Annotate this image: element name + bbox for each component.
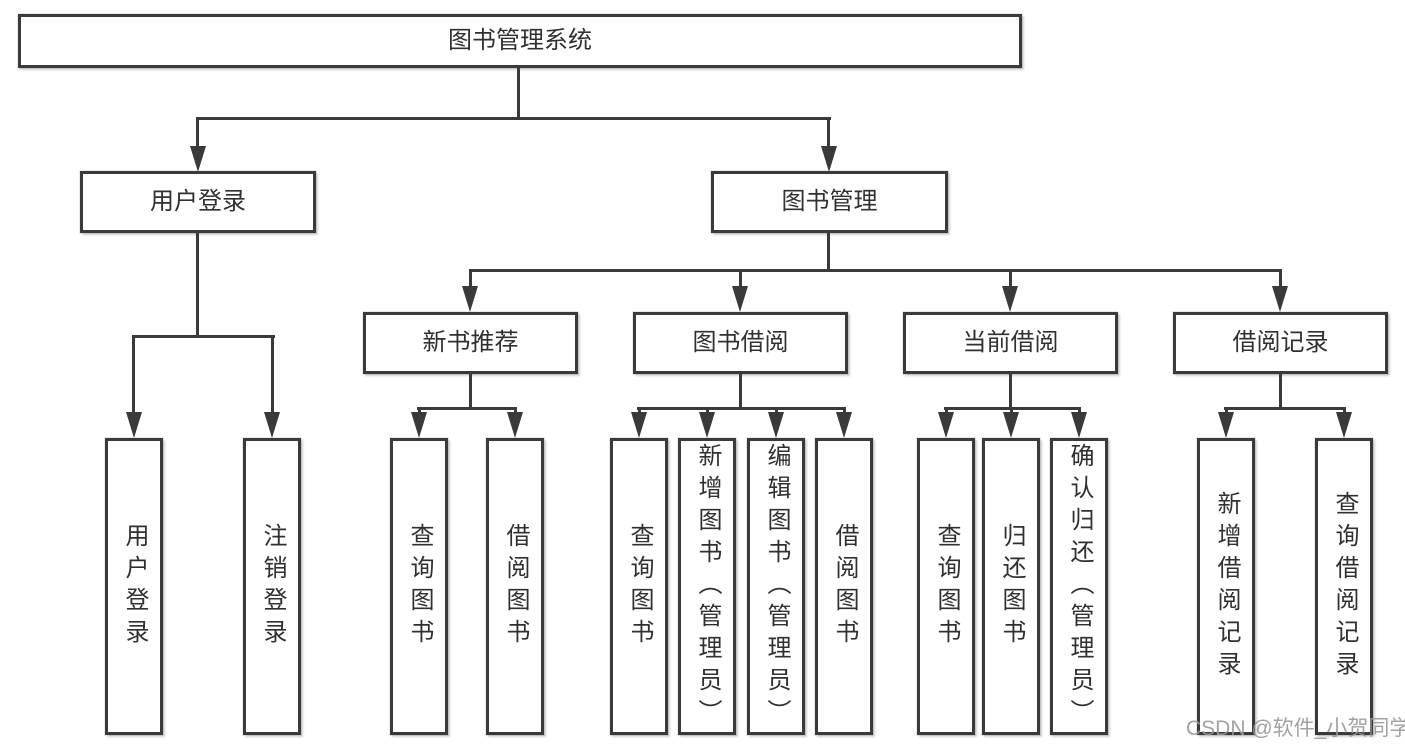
leaf-user-login: 用户登录 [105,438,163,735]
arrowhead-down-icon [821,146,837,172]
arrowhead-down-icon [1218,412,1234,438]
node-label: 新增借阅记录 [1213,490,1240,683]
node-label: 借阅记录 [1232,329,1329,356]
leaf-borrow-query-books: 查询图书 [610,438,668,735]
node-book-management: 图书管理 [711,171,948,233]
leaf-logout: 注销登录 [243,438,301,735]
node-label: 图书管理系统 [448,27,592,54]
node-label: 归还图书 [998,522,1025,651]
arrowhead-down-icon [1071,412,1087,438]
node-label: 图书管理 [781,188,878,215]
connector-stem [469,269,472,289]
connector-stem [1279,269,1282,289]
node-borrow-records: 借阅记录 [1173,312,1388,374]
arrowhead-down-icon [836,412,852,438]
node-label: 查询图书 [626,522,653,651]
leaf-borrow-edit-books-admin: 编辑图书（管理员） [747,438,805,735]
node-label: 注销登录 [259,522,286,651]
leaf-current-query-books: 查询图书 [917,438,975,735]
arrowhead-down-icon [768,412,784,438]
leaf-borrow-borrow-books: 借阅图书 [815,438,873,735]
connector-hline [1224,407,1346,410]
node-label: 确认归还（管理员） [1066,442,1093,731]
leaf-borrow-add-books-admin: 新增图书（管理员） [678,438,736,735]
leaf-recommend-query-books: 查询图书 [390,438,448,735]
arrowhead-down-icon [507,412,523,438]
node-label: 借阅图书 [502,522,529,651]
node-label: 借阅图书 [831,522,858,651]
arrowhead-down-icon [126,412,142,438]
connector-vline [469,373,472,410]
arrowhead-down-icon [732,286,748,312]
leaf-records-add-record: 新增借阅记录 [1197,438,1255,735]
node-label: 当前借阅 [962,329,1059,356]
csdn-watermark: CSDN @软件_小贺同学 [1186,717,1405,740]
arrowhead-down-icon [1336,412,1352,438]
node-label: 新书推荐 [422,329,519,356]
connector-stem [271,335,274,415]
node-label: 新增图书（管理员） [694,442,721,731]
connector-stem [1009,269,1012,289]
leaf-current-return-books: 归还图书 [982,438,1040,735]
node-label: 查询借阅记录 [1331,490,1358,683]
connector-hline [196,117,831,120]
arrowhead-down-icon [264,412,280,438]
arrowhead-down-icon [1002,286,1018,312]
node-label: 编辑图书（管理员） [763,442,790,731]
leaf-recommend-borrow-books: 借阅图书 [486,438,544,735]
node-current-borrow: 当前借阅 [903,312,1118,374]
node-label: 用户登录 [121,522,148,651]
leaf-current-confirm-return-admin: 确认归还（管理员） [1050,438,1108,735]
arrowhead-down-icon [190,146,206,172]
connector-stem [739,269,742,289]
connector-vline [827,232,830,272]
connector-hline [417,407,517,410]
node-label: 用户登录 [150,188,246,215]
node-book-borrow: 图书借阅 [633,312,848,374]
connector-hline [469,269,1282,272]
connector-stem [132,335,135,415]
connector-hline [132,335,275,338]
arrowhead-down-icon [1003,412,1019,438]
node-root-system: 图书管理系统 [18,14,1022,68]
arrowhead-down-icon [411,412,427,438]
node-label: 查询图书 [406,522,433,651]
connector-vline [517,67,520,118]
connector-vline [1279,373,1282,410]
leaf-records-query-record: 查询借阅记录 [1315,438,1373,735]
node-new-book-recommend: 新书推荐 [363,312,578,374]
node-label: 查询图书 [933,522,960,651]
node-user-login: 用户登录 [80,171,316,233]
connector-vline [196,232,199,338]
arrowhead-down-icon [462,286,478,312]
arrowhead-down-icon [631,412,647,438]
connector-vline [1009,373,1012,410]
arrowhead-down-icon [699,412,715,438]
node-label: 图书借阅 [692,329,789,356]
connector-stem [827,117,830,148]
connector-stem [196,117,199,148]
arrowhead-down-icon [1272,286,1288,312]
connector-hline [637,407,846,410]
connector-vline [739,373,742,410]
arrowhead-down-icon [938,412,954,438]
